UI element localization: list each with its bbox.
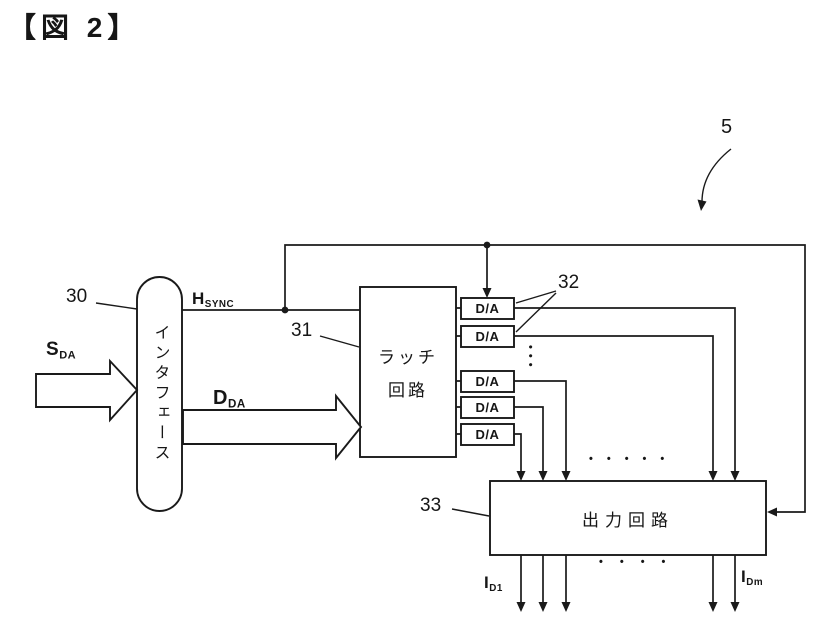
da-box-2	[460, 325, 515, 348]
dda-main: D	[213, 387, 228, 409]
interface-label-box: インタフェース	[137, 277, 182, 511]
pre-output-ellipsis-dots: •••••	[589, 453, 679, 465]
bottom-arrowhead-4	[708, 602, 718, 612]
da-label-2: D/A	[475, 329, 500, 344]
hsync-label: HSYNC	[192, 289, 234, 310]
da-box-3	[460, 370, 515, 393]
feedback-rail-wire	[284, 244, 806, 513]
output-in-arrowhead-5	[516, 471, 526, 481]
bottom-arrowhead-1	[516, 602, 526, 612]
da-ellipsis-dots: •••	[524, 345, 536, 372]
bottom-arrowhead-2	[538, 602, 548, 612]
output-in-arrowhead-3	[561, 471, 571, 481]
figure-title: 【図 2】	[8, 12, 141, 43]
latch-label-line1: ラッチ	[378, 348, 438, 367]
idm-label: IDm	[741, 567, 763, 588]
ref-label-32: 32	[558, 272, 580, 293]
output-label: 出力回路	[582, 510, 674, 530]
id1-sub: D1	[489, 583, 503, 595]
da-box-5	[460, 423, 515, 446]
ref-label-5: 5	[721, 116, 733, 138]
rail-junction-dot	[483, 241, 491, 249]
ref5-swoosh-arrow	[701, 148, 732, 203]
da-box-4	[460, 396, 515, 419]
da5-output-wire	[514, 433, 522, 479]
output-block	[489, 480, 767, 556]
post-output-ellipsis-dots: ••••	[599, 556, 683, 568]
sda-main: S	[46, 339, 60, 360]
da4-output-wire	[514, 406, 544, 479]
latch-label-line2: 回路	[388, 381, 428, 400]
feedback-arrowhead	[767, 507, 777, 517]
bottom-output-wires	[520, 555, 736, 604]
da-box-1	[460, 297, 515, 320]
bottom-arrowhead-3	[561, 602, 571, 612]
ref30-leader-line	[95, 302, 138, 310]
ref33-leader-line	[451, 508, 490, 517]
interface-label: インタフェース	[151, 324, 169, 464]
ref32-leader-line-2	[515, 292, 557, 333]
output-in-arrowhead-2	[708, 471, 718, 481]
id1-label: ID1	[484, 573, 503, 594]
hsync-junction-dot	[281, 306, 289, 314]
da-label-4: D/A	[475, 400, 500, 415]
dda-hollow-arrow	[182, 393, 363, 461]
bottom-arrowhead-5	[730, 602, 740, 612]
ref5-swoosh-arrowhead	[697, 199, 707, 211]
da1-input-arrowhead	[482, 288, 492, 298]
output-in-arrowhead-1	[730, 471, 740, 481]
dda-sub: DA	[227, 397, 246, 411]
output-in-arrowhead-4	[538, 471, 548, 481]
da1-output-wire	[514, 307, 736, 479]
hsync-main: H	[192, 289, 205, 308]
ref-label-33: 33	[420, 495, 442, 516]
da-label-5: D/A	[475, 427, 500, 442]
ref31-leader-line	[319, 335, 360, 348]
da2-output-wire	[514, 335, 714, 479]
ref-label-30: 30	[66, 286, 88, 307]
ref-label-31: 31	[291, 320, 313, 341]
hsync-sub: SYNC	[204, 299, 235, 311]
dda-label: DDA	[213, 387, 246, 411]
latch-label-box: ラッチ 回路	[360, 287, 456, 457]
latch-block	[359, 286, 457, 458]
sda-label: SDA	[46, 339, 76, 362]
latch-da-stubs	[456, 307, 461, 435]
id1-main: I	[484, 573, 490, 592]
idm-main: I	[741, 567, 747, 586]
ref32-leader-line-1	[515, 290, 557, 304]
idm-sub: Dm	[746, 577, 764, 589]
da3-output-wire	[514, 380, 567, 479]
sda-sub: DA	[59, 349, 77, 362]
interface-block	[136, 276, 183, 512]
sda-hollow-arrow	[35, 358, 139, 423]
da-label-1: D/A	[475, 301, 500, 316]
da-label-3: D/A	[475, 374, 500, 389]
